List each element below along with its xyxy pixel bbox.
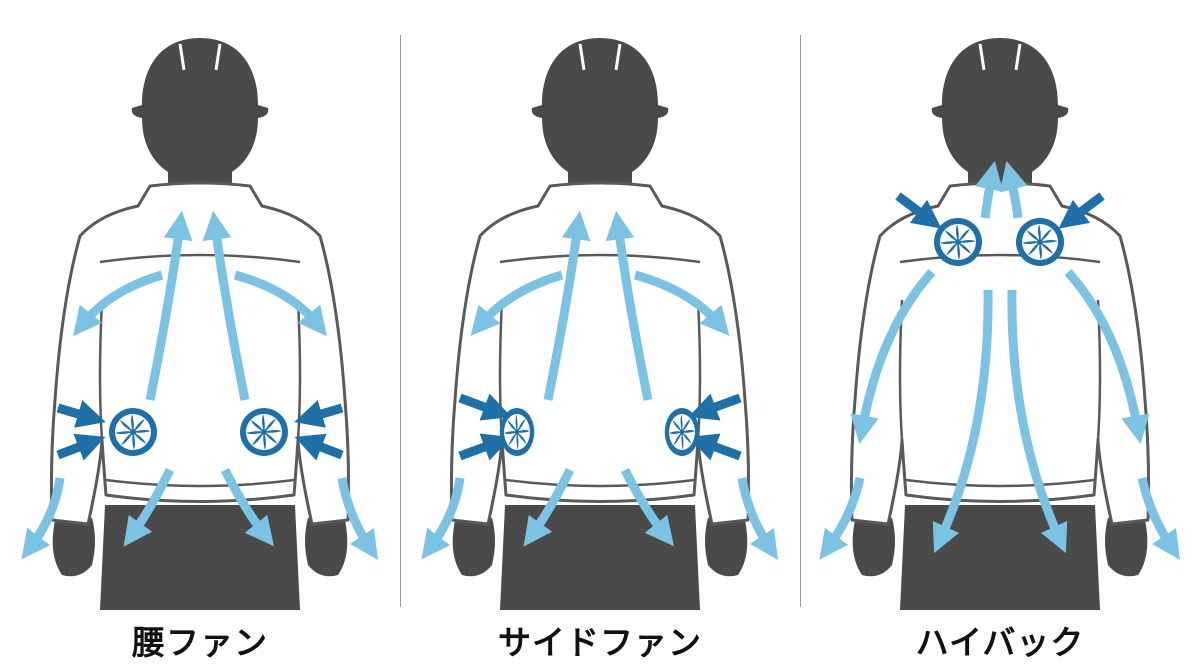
fan-icon — [499, 408, 535, 456]
intake-arrow-icon — [56, 400, 344, 461]
panel-label: ハイバック — [915, 623, 1085, 662]
fan-icon — [1016, 218, 1064, 266]
divider — [800, 35, 801, 607]
panel-waist-fan: 腰ファン — [0, 0, 400, 670]
fan-icon — [109, 408, 157, 456]
divider — [400, 35, 401, 607]
fan-icon — [934, 218, 982, 266]
panel-side-fan: サイドファン — [400, 0, 800, 670]
fan-icon — [240, 408, 288, 456]
worker-silhouette-icon — [21, 36, 378, 612]
panel-label: 腰ファン — [132, 623, 268, 662]
worker-silhouette-icon — [819, 36, 1180, 612]
worker-silhouette-icon — [421, 36, 778, 612]
airflow-arrow-icon — [421, 210, 778, 560]
fan-icon — [664, 408, 700, 456]
airflow-arrow-icon — [21, 210, 378, 560]
intake-arrow-icon — [895, 192, 1105, 229]
panel-high-back: ハイバック — [800, 0, 1200, 670]
panel-label: サイドファン — [498, 623, 702, 662]
intake-arrow-icon — [458, 393, 742, 461]
airflow-arrow-icon — [819, 160, 1180, 560]
